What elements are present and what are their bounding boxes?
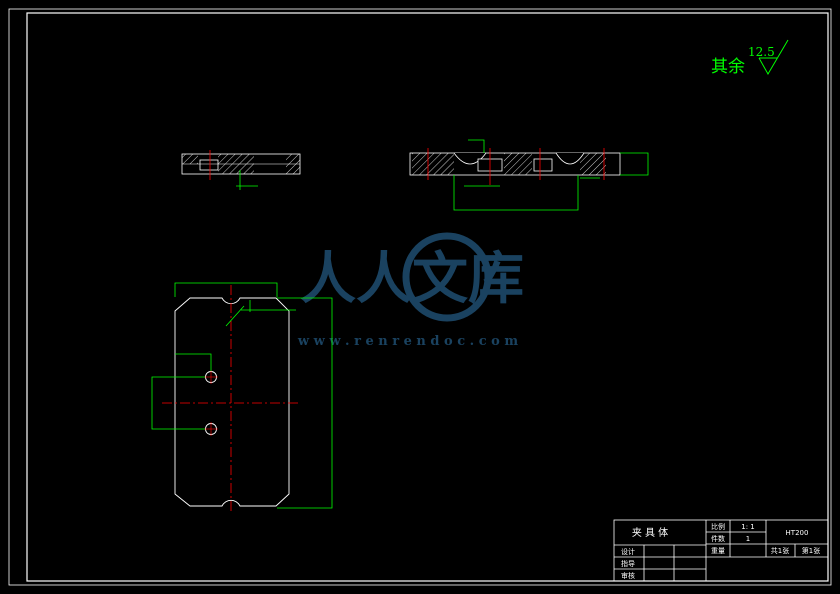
scale-value: 1: 1: [741, 523, 755, 531]
sheets-total: 共1张: [771, 546, 789, 555]
side-section-view: [181, 150, 301, 190]
hatch-area: [504, 153, 532, 175]
inner-border: [26, 12, 829, 582]
quantity-value: 1: [746, 535, 750, 543]
quantity-label: 件数: [711, 534, 725, 543]
roughness-value: 12.5: [748, 45, 775, 59]
plan-view: [151, 282, 333, 512]
watermark-url: w w w . r e n r e n d o c . c o m: [297, 334, 518, 349]
guide-label: 指导: [621, 559, 635, 568]
front-section-view: [409, 139, 649, 211]
material: HT200: [786, 529, 809, 537]
outer-border: [8, 8, 832, 586]
hatch-area: [580, 153, 606, 175]
sheet-number: 第1张: [802, 546, 820, 555]
title-block: [613, 519, 829, 582]
hatch-area: [182, 154, 198, 164]
scale-label: 比例: [711, 522, 725, 531]
watermark: 人人文库 w w w . r e n r e n d o c . c o m: [297, 232, 524, 349]
roughness-note: 其余 12.5: [711, 39, 789, 77]
watermark-logo-ring: [402, 232, 492, 322]
designer-label: 设计: [621, 547, 635, 556]
roughness-prefix: 其余: [711, 57, 745, 77]
weight-label: 重量: [711, 547, 725, 555]
part-name: 夹 具 体: [632, 526, 668, 539]
roughness-symbol-icon: [758, 39, 789, 76]
watermark-brand: 人人文库: [300, 247, 524, 312]
hatch-area: [412, 153, 454, 175]
reviewer-label: 审核: [621, 571, 635, 580]
title-block-text: 夹 具 体 比例 1: 1 件数 1 重量 HT200 共1张 第1张 设计 指…: [621, 522, 820, 580]
